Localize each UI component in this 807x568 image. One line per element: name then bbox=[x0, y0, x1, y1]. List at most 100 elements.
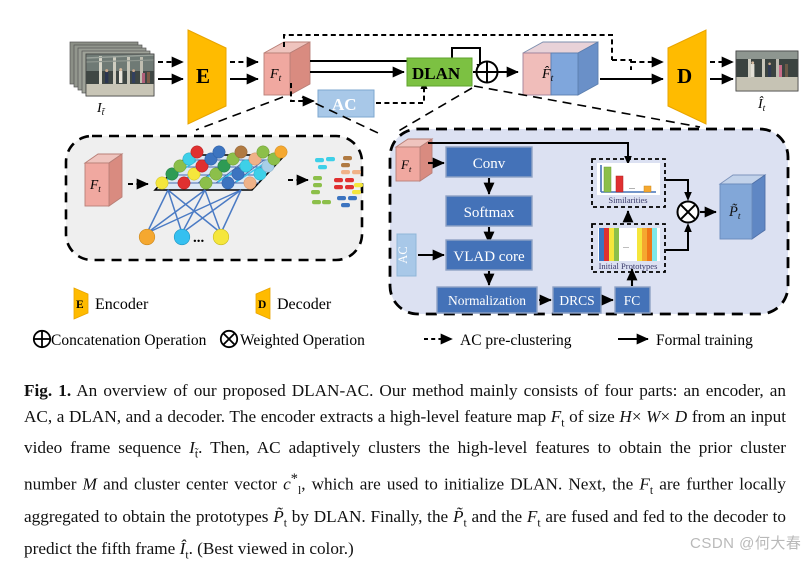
prototype-bar-1 bbox=[599, 228, 604, 261]
cluster-node-3 bbox=[212, 228, 230, 246]
prototype-label: P̃t bbox=[728, 204, 741, 222]
caption-line6-c: and the bbox=[466, 507, 527, 527]
caption-F3-sub: t bbox=[537, 516, 541, 530]
fc-label: FC bbox=[624, 293, 641, 308]
softmax-label: Softmax bbox=[464, 205, 515, 221]
caption-I2: Î bbox=[179, 538, 186, 558]
line-similarities-weighted bbox=[666, 179, 689, 194]
drcs-label: DRCS bbox=[559, 293, 594, 308]
dlan-label: DLAN bbox=[412, 64, 461, 83]
caption-line3-b: of size bbox=[564, 406, 620, 426]
initial-prototypes-chart: ... Initial Prototypes bbox=[591, 223, 666, 273]
prototype-bar-8 bbox=[652, 228, 657, 261]
caption-line3-d: . Then, AC bbox=[198, 438, 281, 458]
arrowhead-sim-weighted bbox=[684, 192, 692, 201]
guide-line-ac-left bbox=[195, 96, 284, 131]
caption-x1: × bbox=[631, 406, 647, 426]
legend-dashed-arrow: AC pre-clustering bbox=[424, 332, 572, 349]
caption-F3: F bbox=[526, 507, 538, 527]
caption-P-sub: t bbox=[283, 516, 287, 530]
ac-detail-panel: Ft bbox=[64, 134, 364, 262]
input-label: It̃ bbox=[96, 101, 106, 118]
dlan-ac-architecture-svg: It̃ E Ft AC DLAN bbox=[32, 29, 799, 349]
caption-P2: P̃ bbox=[452, 507, 464, 527]
caption-c-sub: l bbox=[297, 484, 302, 498]
legend-weighted: Weighted Operation bbox=[219, 329, 365, 349]
caption-line4-a: adaptively clusters the high-level featu… bbox=[24, 438, 786, 495]
block-vlad-core: VLAD core bbox=[445, 239, 533, 271]
dlan-ac-label: AC bbox=[396, 246, 410, 263]
ac-panel-ft-cube: Ft bbox=[83, 153, 124, 207]
guide-line-dlan-right bbox=[473, 85, 701, 128]
dlan-panel-ft-cube: Ft bbox=[394, 138, 434, 182]
caption-line3-a: feature map bbox=[464, 406, 551, 426]
caption-I-sub: t̃ bbox=[194, 447, 199, 461]
legend-concat-text: Concatenation Operation bbox=[51, 332, 207, 349]
caption-I: I bbox=[189, 438, 195, 458]
legend-encoder: E Encoder bbox=[73, 287, 149, 320]
similarities-label: Similarities bbox=[608, 195, 647, 205]
caption-line7-b: . (Best viewed in color.) bbox=[188, 538, 354, 558]
caption-F: F bbox=[550, 406, 562, 426]
feature-cube-ft: Ft bbox=[263, 41, 311, 96]
caption-F2: F bbox=[639, 475, 650, 495]
prototype-bar-3 bbox=[609, 228, 614, 261]
legend-solid-arrow: Formal training bbox=[618, 332, 753, 349]
prototype-cube: P̃t bbox=[718, 174, 767, 240]
prototype-bar-5 bbox=[637, 228, 642, 261]
decoder-label: D bbox=[677, 64, 692, 88]
output-label: Ît bbox=[757, 95, 766, 114]
cluster-node-1 bbox=[138, 228, 156, 246]
legend-decoder-icon-label: D bbox=[258, 299, 266, 311]
block-conv: Conv bbox=[445, 146, 533, 178]
encoder-label: E bbox=[196, 64, 210, 88]
legend-solid-text: Formal training bbox=[656, 332, 753, 349]
caption-line7-a: are fused and fed to the decoder to pred… bbox=[24, 507, 786, 558]
encoder-block: E bbox=[187, 29, 227, 125]
decoder-block: D bbox=[667, 29, 707, 125]
similarity-bar-3 bbox=[643, 185, 652, 193]
weighted-operator bbox=[676, 200, 700, 224]
ac-label: AC bbox=[332, 95, 357, 114]
caption-c-sup: * bbox=[290, 471, 298, 488]
fused-feature-cube: F̂t bbox=[522, 41, 599, 96]
caption-line5-d: are further bbox=[653, 475, 734, 495]
dlan-ft-label: Ft bbox=[400, 157, 412, 174]
normalization-label: Normalization bbox=[448, 293, 526, 308]
legend-weighted-text: Weighted Operation bbox=[240, 332, 365, 349]
legend-encoder-icon-label: E bbox=[76, 299, 84, 311]
prototype-bar-6 bbox=[642, 228, 647, 261]
block-drcs: DRCS bbox=[552, 286, 602, 314]
cluster-dots bbox=[155, 145, 288, 190]
caption-M: M bbox=[82, 475, 97, 495]
caption-H: H bbox=[619, 406, 632, 426]
dlan-block: DLAN bbox=[406, 57, 473, 87]
conv-label: Conv bbox=[473, 156, 506, 172]
ac-block: AC bbox=[317, 89, 375, 118]
caption-line4-b: and bbox=[96, 475, 128, 495]
block-softmax: Softmax bbox=[445, 195, 533, 227]
line-prototypes-weighted bbox=[666, 230, 689, 251]
caption-c: c bbox=[283, 475, 291, 495]
similarities-chart: ... Similarities bbox=[591, 158, 666, 208]
caption-I2-sub: t bbox=[185, 548, 189, 562]
input-frame-stack bbox=[69, 41, 155, 97]
similarity-bar-2 bbox=[615, 175, 624, 193]
legend-decoder-text: Decoder bbox=[277, 296, 332, 313]
ft-label: Ft bbox=[269, 67, 282, 84]
dashed-ft-ac bbox=[290, 83, 304, 102]
caption-line2: parts: an encoder, an AC, a DLAN, and a … bbox=[24, 381, 787, 426]
watermark: CSDN @何大春 bbox=[690, 535, 802, 552]
caption-P: P̃ bbox=[273, 507, 284, 527]
legend-concat: Concatenation Operation bbox=[32, 329, 207, 349]
prototype-bar-7 bbox=[647, 228, 652, 261]
arrowhead-proto-weighted bbox=[684, 223, 692, 232]
caption-line6-b: by DLAN. Finally, the bbox=[286, 507, 453, 527]
caption-W: W bbox=[646, 406, 661, 426]
cluster-output-groups bbox=[311, 156, 363, 208]
guide-line-dlan-left bbox=[394, 87, 473, 134]
ac-panel-ft-label: Ft bbox=[89, 177, 101, 194]
caption-line6-a: locally aggregated to obtain the prototy… bbox=[24, 475, 786, 527]
cluster-ellipsis: ... bbox=[193, 230, 205, 246]
caption-D: D bbox=[674, 406, 688, 426]
